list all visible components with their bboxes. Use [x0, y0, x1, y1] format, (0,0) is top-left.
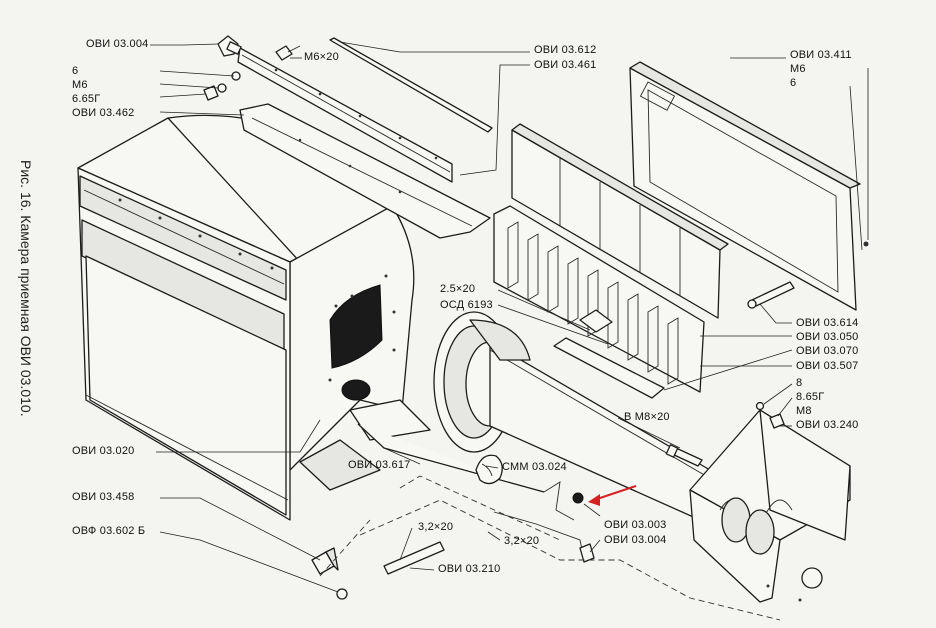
- bolt-m8x20: [665, 444, 703, 467]
- label-ovi-03-004-top: ОВИ 03.004: [86, 38, 149, 50]
- label-washer-6-right: 6: [790, 77, 797, 89]
- label-washer-8: 8: [796, 377, 803, 389]
- label-pin-2-5x20: 2.5×20: [440, 283, 476, 295]
- adjusting-lever: [747, 281, 795, 309]
- upper-guide-rail: [237, 47, 453, 183]
- label-ovi-03-004-bottom: ОВИ 03.004: [604, 534, 667, 546]
- label-ovi-03-614: ОВИ 03.614: [796, 317, 859, 329]
- long-rod: [329, 37, 493, 133]
- label-ovi-03-003: ОВИ 03.003: [604, 519, 667, 531]
- washer-ovf-03-602b: [336, 588, 348, 600]
- label-lock-6-65g: 6.65Г: [72, 93, 101, 105]
- label-ovi-03-020: ОВИ 03.020: [72, 445, 135, 457]
- label-pin-3-2x20-a: 3,2×20: [418, 521, 454, 533]
- auger-tube-assembly: [433, 311, 711, 521]
- washer-8: [755, 401, 765, 411]
- spring-clip-smm-03-024: [475, 454, 503, 485]
- highlight-arrow: [588, 485, 637, 506]
- bolt-m6x20-top: [275, 45, 301, 61]
- label-bolt-m6x20: М6×20: [304, 51, 339, 63]
- label-lock-8-65g: 8.65Г: [796, 391, 825, 403]
- label-m6-right: М6: [790, 63, 806, 75]
- label-ovi-03-070: ОВИ 03.070: [796, 345, 859, 357]
- outlet-hopper: [689, 409, 851, 603]
- label-m8-right: М8: [796, 405, 812, 417]
- upper-left-fasteners: [203, 35, 242, 101]
- label-ovi-03-458: ОВИ 03.458: [72, 491, 135, 503]
- label-ovi-03-612: ОВИ 03.612: [534, 44, 597, 56]
- label-bolt-m8x20: В М8×20: [624, 411, 670, 423]
- label-ovi-03-210: ОВИ 03.210: [438, 563, 501, 575]
- label-ovi-03-617: ОВИ 03.617: [348, 459, 411, 471]
- label-ovi-03-411: ОВИ 03.411: [790, 49, 852, 61]
- bracket-ovi-03-458: [311, 547, 339, 575]
- label-ovf-03-602b: ОВФ 03.602 Б: [72, 525, 146, 537]
- cover-plate: [629, 61, 869, 311]
- receiving-chamber-housing: [77, 114, 431, 521]
- label-ovi-03-240: ОВИ 03.240: [796, 419, 859, 431]
- lower-guide-channel: [239, 103, 491, 239]
- leader-lines: [150, 41, 869, 593]
- label-pin-3-2x20-b: 3,2×20: [504, 535, 540, 547]
- label-ovi-03-050: ОВИ 03.050: [796, 331, 859, 343]
- label-washer-6-left: 6: [72, 65, 79, 77]
- label-ovi-03-462: ОВИ 03.462: [72, 107, 135, 119]
- label-ovi-03-507: ОВИ 03.507: [796, 360, 859, 372]
- label-smm-03-024: СММ 03.024: [502, 461, 567, 473]
- nut-m8: [769, 413, 785, 429]
- diagonal-strip: [553, 309, 665, 399]
- label-osd-6193: ОСД 6193: [440, 299, 493, 311]
- deflector-panel: [511, 123, 729, 319]
- label-ovi-03-461: ОВИ 03.461: [534, 59, 597, 71]
- label-m6-left: М6: [72, 79, 88, 91]
